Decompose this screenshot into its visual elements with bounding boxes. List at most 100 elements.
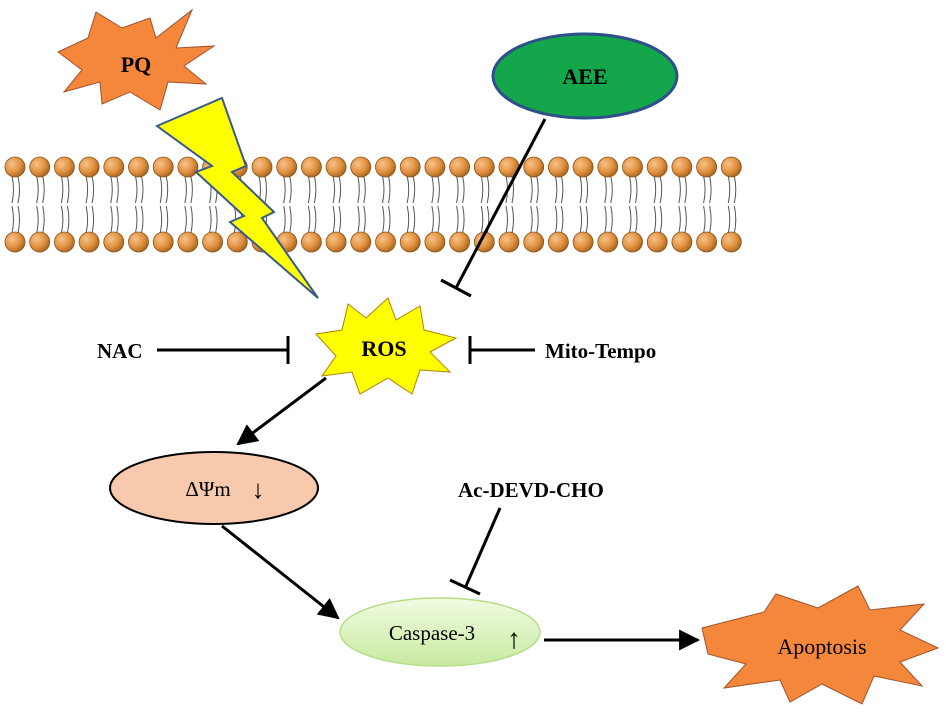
lipid-head (152, 156, 174, 178)
lipid-tail (560, 205, 564, 234)
lipid-head (424, 156, 446, 178)
lipid-tail (629, 205, 632, 234)
lipid-tail (338, 205, 342, 234)
lipid-tail (116, 205, 119, 234)
lipid-tail (307, 175, 311, 204)
lipid-head (399, 156, 421, 178)
lipid-tail (110, 175, 113, 204)
lipid-head (523, 156, 545, 178)
lipid-tail (727, 205, 731, 234)
nac-inhibits-ros-line (157, 336, 290, 364)
lipid-tail (135, 205, 138, 234)
lipid-tail (209, 205, 212, 234)
lipid-tail (36, 175, 39, 204)
lipid-tail (289, 175, 292, 204)
lipid-tail (215, 205, 218, 234)
lipid-head (29, 231, 51, 253)
pq-label: PQ (121, 52, 152, 77)
lipid-tail (332, 175, 336, 204)
lipid-head (54, 156, 75, 178)
lipid-tail (357, 205, 360, 234)
lipid-tail (462, 175, 465, 204)
lipid-tail (462, 205, 465, 234)
lipid-tail (66, 175, 70, 204)
aee-label: AEE (562, 64, 607, 89)
lipid-tail (703, 175, 706, 204)
lipid-head (128, 231, 149, 253)
pq-node: PQ (57, 8, 216, 111)
membrane-potential-ellipse (109, 451, 319, 525)
lipid-tail (536, 205, 539, 234)
lipid-head (128, 156, 149, 178)
lipid-tail (412, 205, 416, 234)
lipid-tail (678, 175, 681, 204)
lipid-head (78, 156, 100, 178)
lipid-tail (159, 175, 163, 204)
lipid-head (202, 231, 224, 253)
lipid-head (622, 156, 643, 178)
lipid-tail (11, 205, 14, 234)
lipid-head (597, 156, 619, 178)
lipid-head (548, 156, 569, 178)
lipid-head (29, 156, 51, 178)
lipid-tail (382, 205, 385, 234)
lipid-head (375, 231, 396, 253)
lipid-tail (653, 175, 657, 204)
lipid-bilayer-icon (4, 156, 742, 253)
lipid-tail (141, 175, 144, 204)
caspase-3-up-arrow-icon: ↑ (507, 624, 521, 655)
caspase-3-node: Caspase-3 ↑ (339, 597, 541, 667)
lipid-tail (184, 175, 187, 204)
lipid-tail (11, 175, 14, 204)
lipid-tail (635, 175, 638, 204)
lipid-head (78, 231, 100, 253)
lipid-tail (684, 175, 687, 204)
lipid-tail (703, 205, 706, 234)
lipid-head (720, 156, 742, 178)
lipid-tail (480, 175, 484, 204)
lipid-tail (190, 175, 193, 204)
lipid-tail (60, 175, 64, 204)
lipid-tail (85, 175, 89, 204)
lipid-tail (709, 205, 712, 234)
lipid-tail (382, 175, 385, 204)
lipid-tail (579, 205, 583, 234)
lipid-head (671, 231, 693, 253)
lipid-tail (684, 205, 687, 234)
lipid-tail (733, 205, 737, 234)
lipid-tail (42, 205, 45, 234)
lipid-tail (431, 205, 434, 234)
lipid-tail (530, 175, 533, 204)
lipid-tail (511, 205, 514, 234)
lipid-head (325, 231, 347, 253)
lipid-tail (629, 175, 632, 204)
lipid-tail (165, 175, 169, 204)
lightning-bolt-icon (154, 96, 319, 299)
aee-ellipse (491, 32, 679, 120)
lipid-tail (363, 175, 366, 204)
nac-label: NAC (97, 339, 143, 363)
lipid-tail (289, 205, 292, 234)
lipid-head (622, 231, 643, 253)
lipid-tail (678, 205, 681, 234)
lipid-tail (560, 175, 564, 204)
lipid-tail (357, 175, 360, 204)
lipid-tail (437, 205, 440, 234)
lipid-tail (283, 205, 286, 234)
lipid-tail (110, 205, 113, 234)
lipid-head (54, 231, 75, 253)
membrane-potential-to-caspase-arrow (221, 524, 340, 620)
lipid-tail (536, 175, 539, 204)
lipid-tail (184, 205, 187, 234)
membrane-potential-node: ΔΨm ↓ (109, 451, 319, 525)
lipid-tail (313, 205, 317, 234)
lipid-tail (406, 205, 410, 234)
lipid-head (375, 156, 396, 178)
lipid-tail (610, 205, 613, 234)
lipid-tail (17, 205, 20, 234)
lipid-tail (412, 175, 416, 204)
lipid-head (4, 231, 26, 253)
lipid-tail (554, 175, 558, 204)
lipid-tail (480, 205, 484, 234)
lipid-tail (604, 205, 607, 234)
